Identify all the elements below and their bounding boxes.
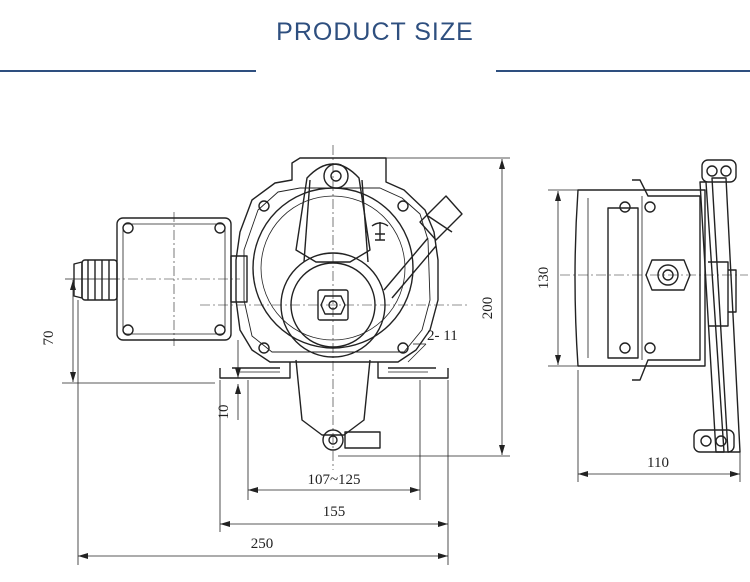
- dim-200-label: 200: [480, 297, 496, 320]
- arrowheads: [70, 159, 740, 559]
- dim-70-label: 70: [41, 331, 57, 346]
- title-rule-right: [496, 70, 750, 72]
- center-lines-front: [110, 145, 470, 470]
- title-rule-left: [0, 70, 256, 72]
- dim-130-label: 130: [536, 267, 552, 290]
- dim-250-label: 250: [251, 536, 274, 552]
- front-view: [73, 157, 463, 451]
- dimension-lines: [62, 157, 741, 565]
- header: PRODUCT SIZE: [0, 0, 750, 80]
- dim-10-label: 10: [216, 405, 232, 420]
- page-title: PRODUCT SIZE: [276, 18, 474, 46]
- dim-holes-label: 2- 11: [427, 328, 458, 344]
- dim-107-125-label: 107~125: [307, 472, 360, 488]
- dim-155-label: 155: [323, 504, 346, 520]
- dim-110-label: 110: [647, 455, 669, 471]
- side-view: [574, 159, 741, 453]
